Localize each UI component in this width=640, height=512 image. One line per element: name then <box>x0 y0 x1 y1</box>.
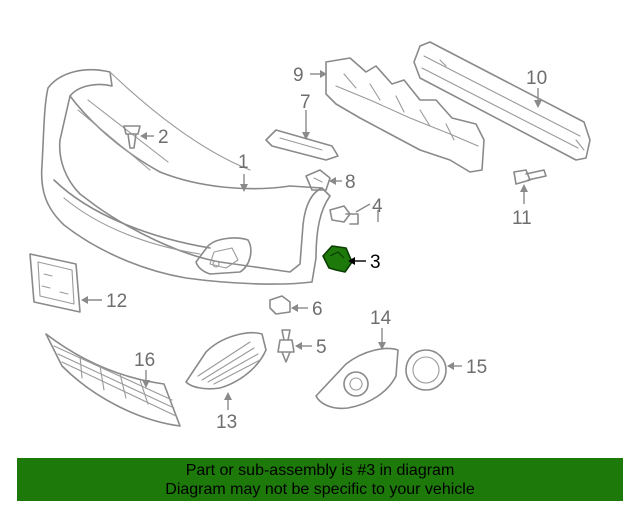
callout-1[interactable]: 1 <box>238 152 249 173</box>
callout-9[interactable]: 9 <box>293 65 304 86</box>
part-16-lower-grille[interactable] <box>45 333 181 427</box>
callout-16[interactable]: 16 <box>134 350 155 371</box>
callout-6[interactable]: 6 <box>312 299 323 320</box>
info-banner: Part or sub-assembly is #3 in diagram Di… <box>17 458 623 501</box>
parts-diagram: 1 2 3 4 5 6 7 8 9 10 11 12 13 14 15 16 <box>29 41 591 433</box>
callout-3[interactable]: 3 <box>370 252 381 273</box>
callout-12[interactable]: 12 <box>106 291 127 312</box>
callout-14[interactable]: 14 <box>370 308 392 329</box>
part-8-clip[interactable] <box>305 169 342 191</box>
part-13-fog-grille-left[interactable] <box>185 332 267 410</box>
callout-15[interactable]: 15 <box>466 357 487 378</box>
part-14-fog-bezel[interactable] <box>315 328 399 410</box>
callout-2[interactable]: 2 <box>158 127 169 148</box>
callout-8[interactable]: 8 <box>345 172 356 193</box>
part-2-clip[interactable] <box>123 125 154 149</box>
part-9-energy-absorber[interactable] <box>310 57 485 173</box>
callout-7[interactable]: 7 <box>300 92 311 113</box>
part-6-clip-nut[interactable] <box>269 295 308 315</box>
part-12-license-bracket[interactable] <box>29 253 102 313</box>
part-11-bolt[interactable] <box>513 169 547 204</box>
part-10-reinforcement-bar[interactable] <box>413 41 591 161</box>
part-15-fog-ring[interactable] <box>405 349 462 391</box>
banner-line-disclaimer: Diagram may not be specific to your vehi… <box>165 481 475 498</box>
part-7-retainer-bracket[interactable] <box>265 110 339 161</box>
callout-10[interactable]: 10 <box>526 68 547 89</box>
banner-line-part-note: Part or sub-assembly is #3 in diagram <box>185 462 455 479</box>
part-1-bumper-cover[interactable] <box>40 68 331 285</box>
part-4-push-clip[interactable] <box>329 203 371 225</box>
part-5-bolt[interactable] <box>277 329 312 363</box>
part-3-bracket-highlighted[interactable] <box>322 245 366 273</box>
leader-1-arrow <box>240 184 248 192</box>
callout-13[interactable]: 13 <box>216 412 237 433</box>
callout-4[interactable]: 4 <box>372 196 383 217</box>
callout-5[interactable]: 5 <box>316 337 327 358</box>
callout-11[interactable]: 11 <box>512 208 532 229</box>
